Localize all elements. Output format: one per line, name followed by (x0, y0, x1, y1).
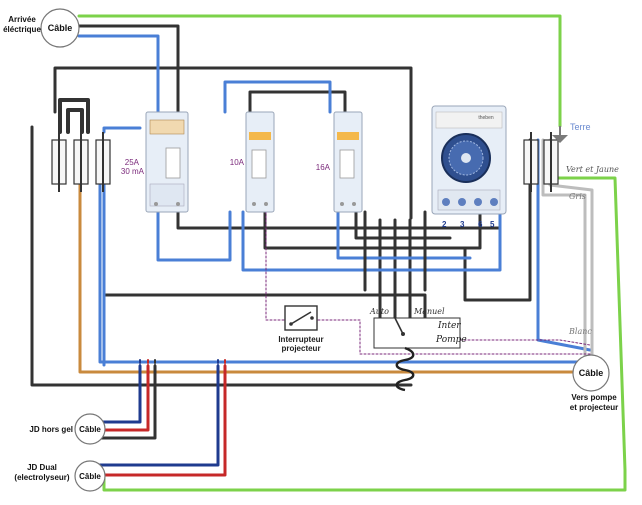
cable-circle-icon (40, 8, 80, 48)
breaker-10a-rating: 10A (230, 158, 245, 167)
coil-icon (395, 346, 415, 392)
jd-dual-red (98, 364, 227, 477)
earth-ground-icon (552, 126, 568, 143)
cable-jd-hors-gel: Câble (74, 413, 106, 445)
gris-label: Gris (569, 192, 586, 201)
diff-sensitivity: 30 mA (121, 167, 145, 176)
phase-wire-loop (53, 66, 413, 220)
cable-pompe-label: Câble (579, 368, 604, 378)
diff-rating: 25A (125, 158, 140, 167)
pompe-label: Pompe (435, 335, 467, 345)
neutral-wire-left-2 (98, 183, 592, 364)
timer-brand: theben (478, 115, 494, 121)
blanc-label: Blanc (568, 327, 592, 336)
pompe-caption-2: et projecteur (570, 403, 618, 412)
manuel-label: Manuel (413, 307, 445, 316)
timer-terminal-6: 6 (478, 220, 483, 229)
timer-module (431, 105, 507, 215)
cable-jd-dual-label: Câble (79, 472, 101, 481)
terre-label: Terre (570, 122, 591, 132)
projector-switch (284, 305, 318, 331)
cable-jd-hors-gel-label: Câble (79, 425, 101, 434)
earth-wire-right (102, 176, 627, 492)
cable-arrivee: Câble (40, 8, 80, 48)
jd-hors-gel-caption: JD hors gel (29, 425, 73, 434)
wires-layer (30, 14, 627, 492)
cable-pompe: Câble (572, 354, 610, 392)
switch-icon (290, 311, 312, 325)
phase-wire-hook (58, 98, 90, 134)
timer-terminal-2: 2 (442, 220, 447, 229)
fuse-holders-left (51, 132, 111, 192)
cable-crossing-marks (139, 359, 226, 393)
phase-wire-top-right (463, 138, 532, 302)
pump-selector (373, 317, 461, 349)
projector-line (265, 211, 286, 321)
breaker-16a-rating: 16A (316, 163, 331, 172)
jd-dual-caption-1: JD Dual (27, 463, 57, 472)
phase-wire-top (77, 24, 180, 114)
differential-breaker (145, 111, 189, 213)
pump-line (459, 339, 591, 346)
projector-line-2 (317, 319, 591, 355)
neutral-wire-mid (223, 80, 332, 114)
vert-jaune-label: Vert et Jaune (566, 165, 619, 174)
timer-terminal-5: 5 (490, 220, 495, 229)
phase-wire-left (30, 125, 413, 387)
fuse-holders-right (523, 132, 559, 192)
neutral-wire-top (77, 34, 160, 114)
gray-wire-2 (541, 138, 587, 362)
neutral-wire-bus-2 (336, 210, 472, 260)
pompe-caption-1: Vers pompe (571, 393, 617, 402)
phase-wire-bus-2 (354, 210, 452, 240)
cable-arrivee-label: Câble (48, 23, 73, 33)
earth-wire-top (77, 14, 562, 128)
cable-circle-icon (74, 413, 106, 445)
interrupteur-label-1: Interrupteur (278, 335, 323, 344)
jd-dual-caption-2: (electrolyseur) (14, 473, 69, 482)
brown-wire (78, 183, 592, 374)
auto-label: Auto (369, 307, 389, 316)
phase-wire-bus (263, 210, 482, 250)
interrupteur-label-2: projecteur (281, 344, 320, 353)
inter-label: Inter (437, 321, 461, 331)
cable-circle-icon (74, 460, 106, 492)
jd-hors-gel-blue (98, 364, 142, 424)
cable-circle-icon (572, 354, 610, 392)
arrivee-caption-2: éléctrique (3, 25, 41, 34)
breaker-10a (245, 111, 275, 213)
arrivee-caption-1: Arrivée (8, 15, 36, 24)
neutral-wire-loop (156, 210, 232, 262)
phase-wire-hook-2 (66, 108, 84, 134)
neutral-wire-bus (241, 210, 502, 272)
phase-wire-mid (248, 90, 347, 114)
timer-terminal-3: 3 (460, 220, 465, 229)
breaker-16a (333, 111, 363, 213)
jd-dual-blue (98, 364, 220, 467)
neutral-wire-left (102, 126, 142, 134)
cable-jd-dual: Câble (74, 460, 106, 492)
